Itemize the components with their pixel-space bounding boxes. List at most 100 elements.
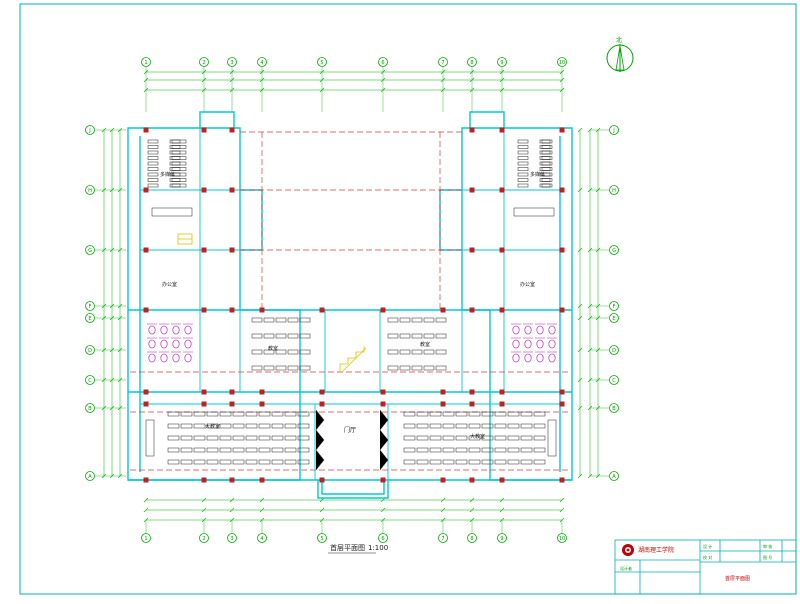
desk	[387, 349, 399, 355]
toilet-icon	[184, 339, 192, 349]
desk	[171, 178, 187, 182]
axis-bubble	[497, 57, 507, 67]
column	[201, 127, 207, 133]
room-label-big-classroom-right: 大教室	[470, 433, 485, 440]
desk	[219, 411, 232, 417]
room-label-multimedia-left: 多媒体	[160, 171, 175, 178]
desk	[263, 349, 275, 355]
desk	[206, 411, 219, 417]
dimension-tick	[440, 497, 446, 503]
desk	[275, 317, 287, 323]
desk	[517, 150, 529, 155]
dimension-tick	[577, 127, 583, 133]
desk	[169, 167, 181, 171]
desk	[403, 423, 416, 429]
toilet-icon	[172, 353, 180, 363]
desk	[284, 423, 297, 429]
desk	[219, 435, 232, 441]
desk	[399, 317, 411, 323]
desk	[481, 447, 494, 453]
desk	[387, 333, 399, 339]
desk	[193, 447, 206, 453]
desk	[423, 349, 435, 355]
desk	[167, 459, 180, 465]
dimension-tick	[577, 347, 583, 353]
desk	[429, 435, 442, 441]
axis-label: F	[613, 304, 616, 310]
dimension-tick	[440, 507, 446, 513]
desk	[520, 423, 533, 429]
desk	[541, 145, 553, 149]
desk	[517, 161, 529, 166]
desk	[299, 349, 311, 355]
desk	[442, 459, 455, 465]
desk	[455, 423, 468, 429]
column	[319, 477, 325, 483]
room-label-multimedia-right: 多媒体	[530, 171, 545, 178]
dimension-tick	[559, 507, 565, 513]
axis-label: E	[612, 316, 615, 322]
axis-bubble	[85, 245, 95, 255]
axis-bubble	[378, 57, 388, 67]
desk	[539, 183, 551, 188]
axis-label: 5	[320, 60, 323, 66]
column	[440, 307, 446, 313]
desk	[271, 423, 284, 429]
desk	[399, 365, 411, 371]
desk	[263, 333, 275, 339]
desk	[541, 167, 553, 171]
desk	[258, 423, 271, 429]
dimension-tick	[229, 497, 235, 503]
desk	[193, 411, 206, 417]
axis-bubble	[257, 57, 267, 67]
toilet-icon	[536, 339, 544, 349]
dimension-tick	[469, 507, 475, 513]
desk	[481, 459, 494, 465]
toilet-icon	[536, 353, 544, 363]
desk	[284, 435, 297, 441]
desk	[541, 183, 553, 188]
axis-bubble	[378, 533, 388, 543]
column	[469, 389, 475, 395]
desk	[411, 349, 423, 355]
dimension-tick	[577, 315, 583, 321]
desk	[403, 435, 416, 441]
desk	[251, 349, 263, 355]
desk	[297, 435, 310, 441]
desk	[520, 447, 533, 453]
toilet-icon	[160, 353, 168, 363]
axis-bubble	[609, 345, 619, 355]
column	[499, 247, 505, 253]
desk	[387, 317, 399, 323]
desk	[541, 156, 553, 160]
axis-label: E	[88, 316, 91, 322]
lectern	[145, 419, 155, 457]
sheet-border	[19, 3, 797, 595]
desk	[423, 317, 435, 323]
column	[499, 127, 505, 133]
desk	[541, 139, 553, 144]
desk	[258, 447, 271, 453]
desk	[232, 435, 245, 441]
desk	[416, 459, 429, 465]
column	[559, 187, 565, 193]
column	[229, 307, 235, 313]
toilet-icon	[172, 339, 180, 349]
axis-bubble	[85, 185, 95, 195]
desk	[539, 161, 551, 166]
column	[469, 247, 475, 253]
desk	[232, 411, 245, 417]
desk	[541, 172, 553, 177]
column	[143, 401, 149, 407]
desk	[416, 423, 429, 429]
axis-bubble	[257, 533, 267, 543]
desk	[271, 459, 284, 465]
column	[559, 247, 565, 253]
desk	[442, 447, 455, 453]
column	[499, 401, 505, 407]
desk	[171, 183, 187, 188]
desk	[206, 447, 219, 453]
lectern	[547, 419, 557, 457]
